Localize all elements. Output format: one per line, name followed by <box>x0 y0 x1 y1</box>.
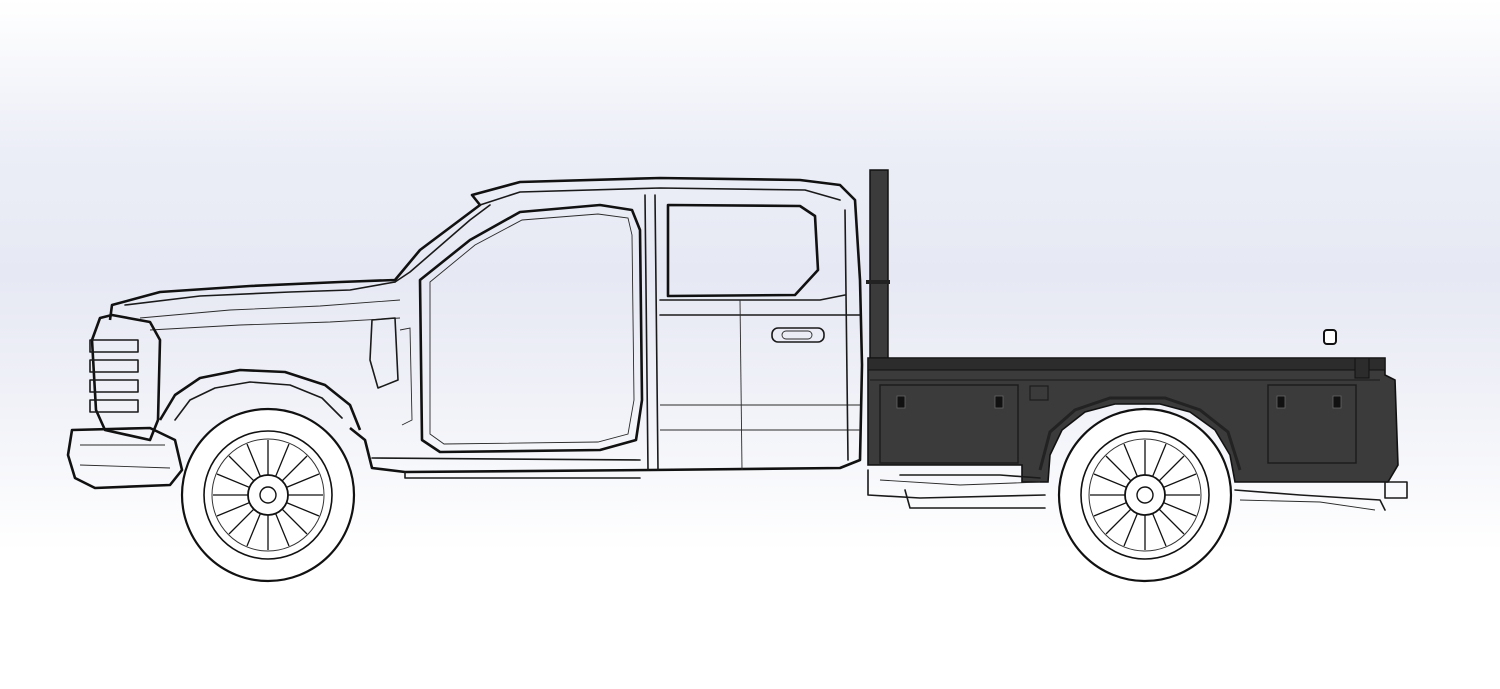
rear-wheel <box>1057 407 1233 583</box>
side-mirror <box>369 317 399 389</box>
toolbox-door-front <box>879 384 1019 464</box>
front-fender <box>158 368 362 431</box>
door-handle-icon <box>771 327 825 343</box>
hood <box>124 281 396 306</box>
bed-body <box>867 357 1399 483</box>
grille <box>89 313 162 442</box>
chassis <box>867 469 1408 511</box>
truck-cab <box>66 176 864 490</box>
flatbed <box>867 329 1399 483</box>
rear-window <box>666 203 820 298</box>
front-bumper <box>66 426 184 490</box>
front-door-opening <box>418 203 644 454</box>
cab-outline <box>108 176 864 474</box>
headache-rack <box>866 169 890 371</box>
front-wheel <box>180 407 356 583</box>
toolbox-door-rear <box>1267 384 1357 464</box>
